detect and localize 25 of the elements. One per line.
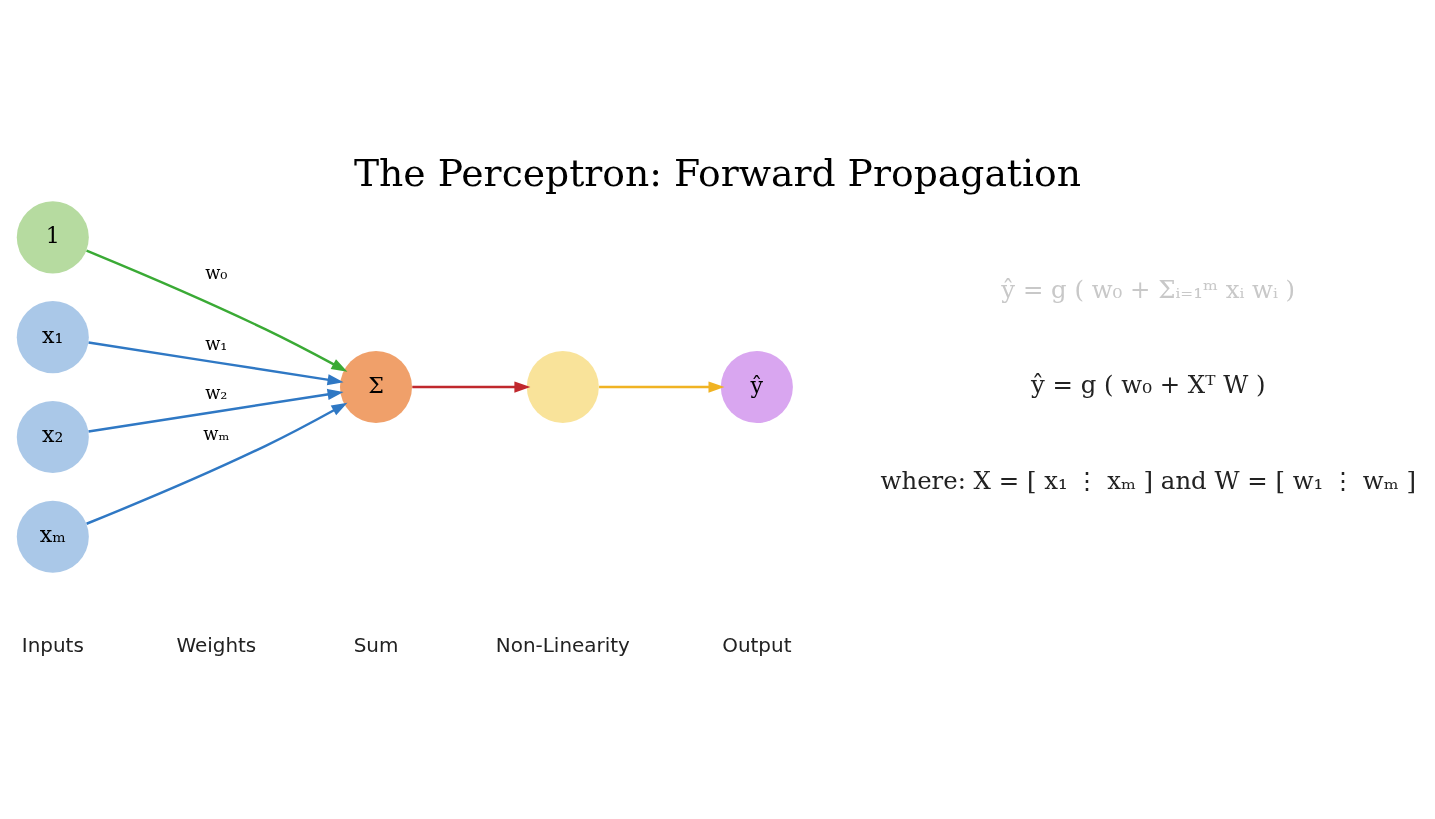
- label: Sum: [353, 633, 399, 658]
- node-circle: 1: [16, 201, 89, 274]
- node-circle: [526, 351, 599, 424]
- edge-label: w₀: [205, 263, 228, 284]
- node-circle: x₂: [16, 400, 89, 473]
- arrow: [88, 341, 344, 386]
- edge-label: wₘ: [203, 424, 230, 445]
- arrow: [86, 249, 348, 372]
- arrow: [412, 381, 531, 393]
- edge-label: w₂: [205, 383, 228, 404]
- label: Inputs: [21, 633, 84, 658]
- node-circle: Σ: [339, 351, 413, 424]
- label: Non-Linearity: [495, 633, 630, 658]
- label: where: X = [ x₁ ⋮ xₘ ] and W = [ w₁ ⋮ wₘ ]: [880, 465, 1416, 495]
- node-circle: ŷ: [720, 351, 793, 424]
- node-circle: xₘ: [16, 500, 89, 573]
- label: ŷ = g ( w₀ + Xᵀ W ): [1031, 370, 1266, 400]
- diagram-title: The Perceptron: Forward Propagation: [353, 151, 1082, 196]
- arrow: [88, 388, 344, 433]
- label: Output: [722, 633, 792, 658]
- label: Weights: [176, 633, 257, 658]
- node-circle: x₁: [16, 301, 89, 374]
- arrow: [599, 381, 725, 393]
- edge-label: w₁: [205, 334, 228, 355]
- arrow: [86, 402, 348, 525]
